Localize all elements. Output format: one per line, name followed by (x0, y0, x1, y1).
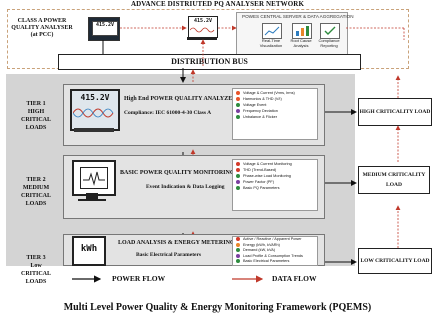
tier1-params: Voltage & Current (Vrms, Irms) Harmonics… (232, 88, 318, 140)
bullet-dot (236, 186, 240, 190)
bullet-dot (236, 115, 240, 119)
param-item: THD (Trend-Based) (236, 167, 314, 173)
bullet-dot (236, 168, 240, 172)
tier2-monitor-icon (72, 160, 116, 196)
screen-inner (80, 167, 108, 189)
bullet-dot (236, 242, 240, 247)
bullet-dot (236, 109, 240, 113)
tier2-heading: BASIC POWER QUALITY MONITORING (120, 170, 235, 176)
visualization-icon (262, 23, 282, 39)
param-item: Basic Electrical Parameters (236, 259, 314, 265)
param-item: Voltage Event (236, 102, 314, 108)
tier2-stand (86, 193, 98, 199)
low-criticality-load: LOW CRITICALITY LOAD (358, 248, 432, 274)
param-item: Active / Reactive / Apparent Power (236, 237, 314, 243)
waveform-icon (73, 108, 114, 118)
medium-criticality-load: MEDIUM CRITICALITY LOAD (358, 166, 430, 194)
class-a-analyser-device: 415.2V (88, 17, 120, 41)
tier3-subheading: Basic Electrical Parameters (136, 252, 202, 258)
legend-data-flow: DATA FLOW (272, 274, 317, 283)
param-item: Load Profile & Consumption Trends (236, 253, 314, 260)
legend-power-flow: POWER FLOW (112, 274, 166, 283)
bullet-dot (236, 253, 240, 258)
bullet-dot (236, 237, 240, 241)
bullet-dot (236, 248, 240, 253)
bullet-dot (236, 259, 240, 264)
tier3-meter-icon: kWh (72, 236, 106, 266)
tier1-subheading: Compliance: IEC 61000-4-30 Class A (124, 110, 212, 116)
server-title: POWES CENTRAL SERVER & DATA AGGREGATION (242, 14, 354, 19)
server-reading: 415.2V (193, 18, 213, 24)
tier3-params: Active / Reactive / Apparent Power Energ… (232, 236, 318, 266)
param-item: Voltage & Current Monitoring (236, 161, 314, 167)
distribution-bus: DISTRIBUTION BUS (58, 54, 361, 70)
param-item: Voltage & Current (Vrms, Irms) (236, 90, 314, 96)
tier1-analyzer-icon: 415.2V (70, 89, 120, 131)
param-item: Basic PQ Parameters (236, 185, 314, 191)
tier2-base (78, 199, 106, 201)
bullet-dot (236, 97, 240, 101)
bullet-dot (236, 180, 240, 184)
tier1-reading: 415.2V (80, 93, 110, 102)
high-criticality-load: HIGH CRITICALITY LOAD (358, 98, 432, 126)
param-item: Demand (kW, kVA) (236, 248, 314, 254)
bullet-dot (236, 91, 240, 95)
class-a-label: CLASS A POWER QUALITY ANALYSER (at PCC) (11, 18, 73, 38)
waveform-icon (190, 27, 215, 33)
root-cause-icon (292, 23, 312, 39)
tier2-params: Voltage & Current Monitoring THD (Trend-… (232, 159, 318, 211)
param-item: Energy (kWh, kVARh) (236, 242, 314, 249)
device-display: 415.2V (92, 21, 118, 36)
bullet-dot (236, 162, 240, 166)
diagram-title: ADVANCE DISTRIUTED PQ ANALYSER NETWORK (130, 0, 304, 8)
tier1-icon-base (74, 128, 114, 132)
param-item: Power Factor (PF) (236, 179, 314, 185)
bullet-dot (236, 103, 240, 107)
compliance-icon (320, 23, 340, 39)
bullet-dot (236, 174, 240, 178)
param-item: Unbalance & Flicker (236, 114, 314, 120)
tier2-subheading: Event Indication & Data Logging (146, 184, 225, 190)
param-item: Harmonics & THD (V/I) (236, 96, 314, 102)
meter-reading: kWh (80, 244, 98, 254)
device-reading: 415.2V (95, 22, 115, 28)
tier3-heading: LOAD ANALYSIS & ENERGY METERING (118, 240, 235, 246)
param-item: Phase-wise Load Monitoring (236, 173, 314, 179)
framework-title: Multi Level Power Quality & Energy Monit… (63, 302, 372, 313)
monitor-stand (187, 37, 217, 40)
pulse-icon (83, 171, 105, 186)
tier1-heading: High End POWER QUALITY ANALYZER: (124, 96, 239, 102)
param-item: Frequency Deviation (236, 108, 314, 114)
